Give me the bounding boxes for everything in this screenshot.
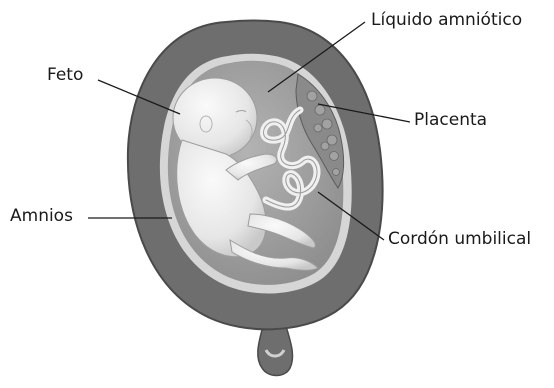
- label-placenta: Placenta: [414, 112, 487, 129]
- label-amnios: Amnios: [10, 208, 73, 225]
- cervix: [258, 326, 293, 376]
- label-cordon-umbilical: Cordón umbilical: [388, 231, 531, 248]
- label-feto: Feto: [47, 67, 83, 84]
- label-liquido-amniotico: Líquido amniótico: [371, 12, 522, 29]
